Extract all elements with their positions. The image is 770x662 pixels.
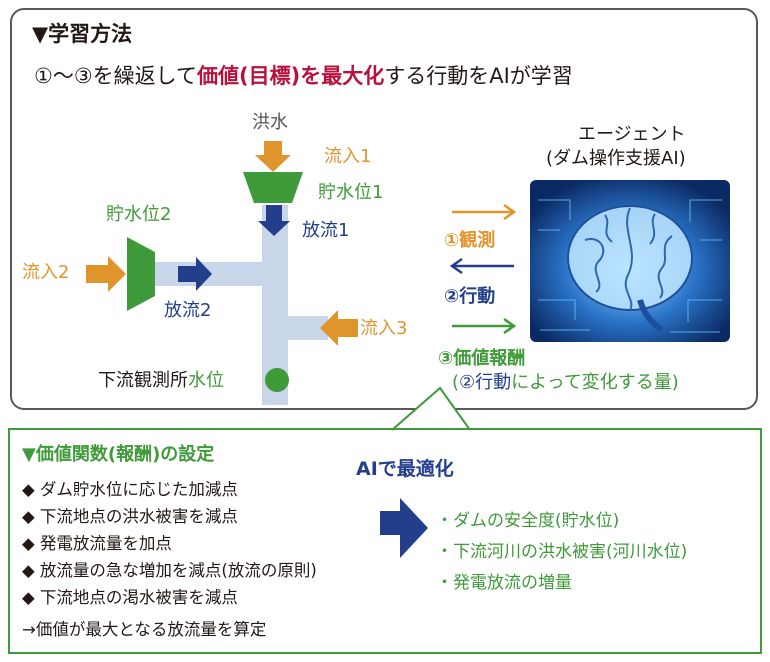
flood-label: 洪水 bbox=[252, 112, 288, 133]
inflow1-arrow bbox=[255, 141, 291, 172]
learning-method-heading: ▼学習方法 bbox=[32, 22, 133, 46]
discharge1-arrow bbox=[258, 205, 290, 236]
reward-label: ③価値報酬 bbox=[438, 348, 526, 369]
action-arrow bbox=[449, 257, 514, 275]
result-item: ・下流河川の洪水被害(河川水位) bbox=[436, 542, 688, 562]
inflow1-label: 流入1 bbox=[324, 146, 372, 167]
criterion-item: ◆ 下流地点の洪水被害を減点 bbox=[22, 507, 238, 526]
result-item: ・発電放流の増量 bbox=[436, 573, 572, 593]
value-function-panel bbox=[8, 428, 762, 654]
learning-method-subtitle: ①〜③を繰返して価値(目標)を最大化する行動をAIが学習 bbox=[34, 64, 573, 88]
optimize-label: AIで最適化 bbox=[356, 458, 454, 480]
inflow3-arrow bbox=[320, 310, 358, 346]
river-channels bbox=[150, 205, 328, 405]
optimize-arrow bbox=[380, 498, 428, 558]
callout-pointer bbox=[391, 386, 471, 431]
result-item: ・ダムの安全度(貯水位) bbox=[436, 511, 620, 531]
inflow2-label: 流入2 bbox=[22, 262, 70, 283]
observe-arrow bbox=[452, 203, 517, 221]
observe-label: ①観測 bbox=[444, 230, 496, 251]
action-label: ②行動 bbox=[444, 286, 496, 307]
conclusion-text: →価値が最大となる放流量を算定 bbox=[22, 620, 267, 639]
ai-brain-image bbox=[530, 180, 730, 342]
reward-arrow bbox=[452, 317, 517, 335]
downstream-station-dot bbox=[265, 368, 289, 392]
criterion-item: ◆ 放流量の急な増加を減点(放流の原則) bbox=[22, 561, 317, 580]
discharge2-label: 放流2 bbox=[164, 300, 212, 321]
criterion-item: ◆ 下流地点の渇水被害を減点 bbox=[22, 588, 238, 607]
storage2-label: 貯水位2 bbox=[106, 204, 172, 225]
inflow2-arrow bbox=[86, 256, 126, 292]
inflow3-label: 流入3 bbox=[360, 318, 408, 339]
dam1-shape bbox=[243, 172, 303, 203]
criterion-item: ◆ 発電放流量を加点 bbox=[22, 534, 172, 553]
reward-note: (②行動によって変化する量) bbox=[452, 372, 679, 393]
storage1-label: 貯水位1 bbox=[318, 182, 384, 203]
agent-label: エージェント bbox=[578, 124, 686, 145]
discharge1-label: 放流1 bbox=[302, 220, 350, 241]
agent-sublabel: (ダム操作支援AI) bbox=[546, 148, 686, 169]
dam2-shape bbox=[127, 237, 155, 311]
value-function-heading: ▼価値関数(報酬)の設定 bbox=[22, 444, 215, 465]
discharge2-arrow bbox=[178, 257, 212, 291]
downstream-station-label: 下流観測所水位 bbox=[98, 370, 224, 391]
criterion-item: ◆ ダム貯水位に応じた加減点 bbox=[22, 480, 238, 499]
